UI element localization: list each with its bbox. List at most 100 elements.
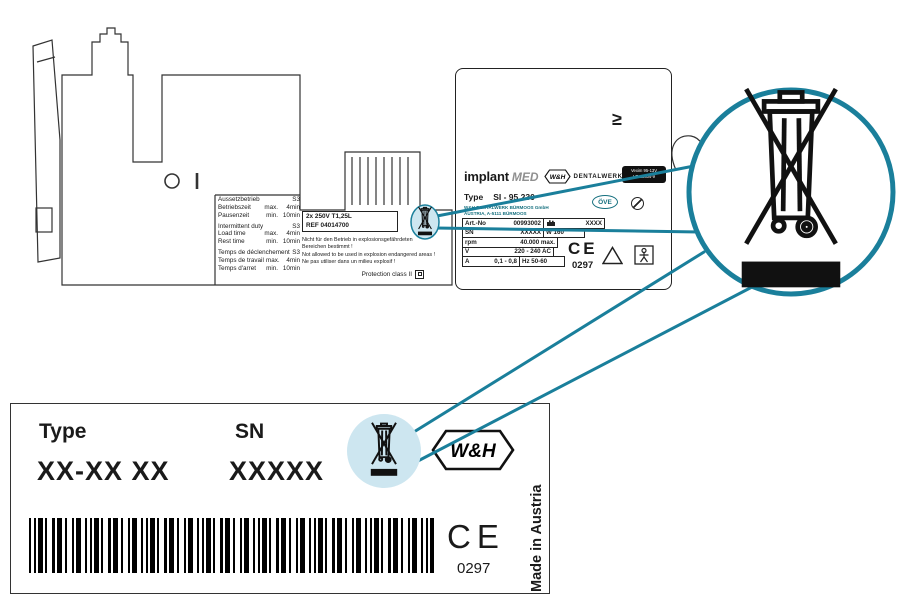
duty-data-row: Load time max. 4min [218,230,300,238]
made-in-austria: Made in Austria [529,484,545,592]
warning-line: Not allowed to be used in explosion enda… [302,251,436,258]
duty-qual: min. [266,211,278,219]
duty-title: Intermittent duty [218,222,264,230]
warning-line: Ne pas utiliser dans un milieu explosif … [302,258,396,265]
duty-data-row: Pausenzeit min. 10min [218,212,300,220]
label-sn-value: XXXXX [229,456,325,486]
duty-title: Aussetzbetrieb [218,196,260,203]
label-sn-heading: SN [235,420,265,443]
type-b-applied-part-icon [634,245,654,265]
duty-qual: min. [266,264,278,272]
weee-icon-large [742,89,841,287]
art-no-value: 00993002 [513,219,541,227]
fuse-ref: REF 04014700 [306,221,349,229]
manufacture-year-value: XXXX [585,219,602,227]
cert-badge-line-2: LR 10654-9 [633,174,655,180]
power-off-icon [164,173,180,189]
ove-mark: ÖVE [592,195,618,209]
warning-line: Nicht für den Betrieb in explosionsgefäh… [302,237,413,244]
brand-med: MED [511,169,539,184]
ce-number: 0297 [572,260,594,271]
wh-logo-text: W&H [549,174,565,181]
duty-qual: max. [264,230,278,238]
art-no-label: Art.-No [465,219,486,227]
cert-badge: Vexim 95-13V LR 10654-9 [622,166,666,183]
duty-label: Temps d'arret [218,264,256,272]
duty-value: 4min [286,203,300,211]
duty-data-row: Temps d'arret min. 10min [218,265,300,273]
duty-qual: max. [264,203,278,211]
warning-triangle-icon [602,246,623,265]
ce-number: 0297 [457,560,491,577]
protection-class-2-icon [415,269,424,279]
label-type-heading: Type [39,420,87,443]
protection-class-row: Protection class II [302,269,436,279]
duty-data-row: Temps de travail max. 4min [218,257,300,265]
duty-title-row: Intermittent duty S3 [218,223,300,231]
duty-value: 10min [282,211,300,219]
duty-qual: max. [265,257,280,265]
label-type-value: XX-XX XX [37,456,170,486]
duty-label: Rest time [218,238,245,246]
duty-value: 4min [286,257,300,265]
dentalwerk-label: DENTALWERK [573,173,623,180]
duty-grade: S3 [292,222,300,230]
duty-label: Temps de travail [218,257,264,265]
volt-value: 220 - 240 AC [514,248,551,256]
duty-data-row: Betriebszeit max. 4min [218,204,300,212]
amp-box: A 0,1 - 0,8 [462,256,520,267]
duty-value: 10min [282,238,300,246]
volt-label: V [465,248,470,256]
wh-logo-text: W&H [450,441,497,462]
rpm-label: rpm [465,238,477,246]
cable-hook [671,135,704,171]
device-id-label: Type SN XX-XX XX XXXXX W&H CE 0297 Made … [10,403,550,594]
hz-box: Hz 50-60 [519,256,565,267]
duty-group-german: Aussetzbetrieb S3 Betriebszeit max. 4min… [218,196,300,220]
magnifier-circle [686,87,896,297]
duty-group-english: Intermittent duty S3 Load time max. 4min… [218,223,300,247]
duty-grade: S3 [292,196,300,203]
address-line-2: AUSTRIA, A-5111 BÜRMOOS [464,211,527,217]
duty-cycle-block: Aussetzbetrieb S3 Betriebszeit max. 4min… [218,196,300,276]
type-label: Type [464,192,484,202]
type-row: Type SI - 95 230 [464,192,535,202]
amp-label: A [465,257,470,265]
duty-label: Load time [218,230,246,238]
connector-hatch [351,157,409,205]
duty-group-french: Temps de déclenchement S3 Temps de trava… [218,249,300,273]
fuse-warning-block: 2x 250V T1,25L REF 04014700 Nicht für de… [302,211,436,279]
cert-circle-icon [631,197,644,210]
explosion-warning-text: Nicht für den Betrieb in explosionsgefäh… [302,237,436,266]
type-value: SI - 95 230 [493,192,535,202]
wh-logo-icon: W&H [543,169,571,184]
amp-value: 0,1 - 0,8 [494,257,517,265]
manufacture-date-icon [547,220,555,227]
duty-label: Betriebszeit [218,203,251,211]
duty-grade: S3 [292,249,300,257]
protection-class-label: Protection class II [361,270,412,278]
rpm-value: 40.000 max. [520,238,555,246]
duty-title-row: Aussetzbetrieb S3 [218,196,300,204]
duty-label: Pausenzeit [218,211,250,219]
ce-mark: CE [447,518,505,555]
duty-title: Temps de déclenchement [218,249,290,257]
warning-line: Bereichen bestimmt ! [302,244,353,251]
fuse-rating-box: 2x 250V T1,25L REF 04014700 [302,211,398,233]
watt-value: W 160 [546,229,564,237]
brand-implant: implant [464,169,509,184]
duty-value: 10min [282,264,300,272]
sn-value: XXXXX [520,229,541,237]
barcode [29,518,434,573]
stand-pole [32,39,61,263]
duty-data-row: Rest time min. 10min [218,238,300,246]
fuse-rating: 2x 250V T1,25L [306,213,352,220]
duty-qual: min. [266,238,278,246]
duty-title-row: Temps de déclenchement S3 [218,249,300,257]
ce-mark: CE [568,239,598,258]
duty-value: 4min [286,230,300,238]
hz-value: Hz 50-60 [522,257,548,265]
